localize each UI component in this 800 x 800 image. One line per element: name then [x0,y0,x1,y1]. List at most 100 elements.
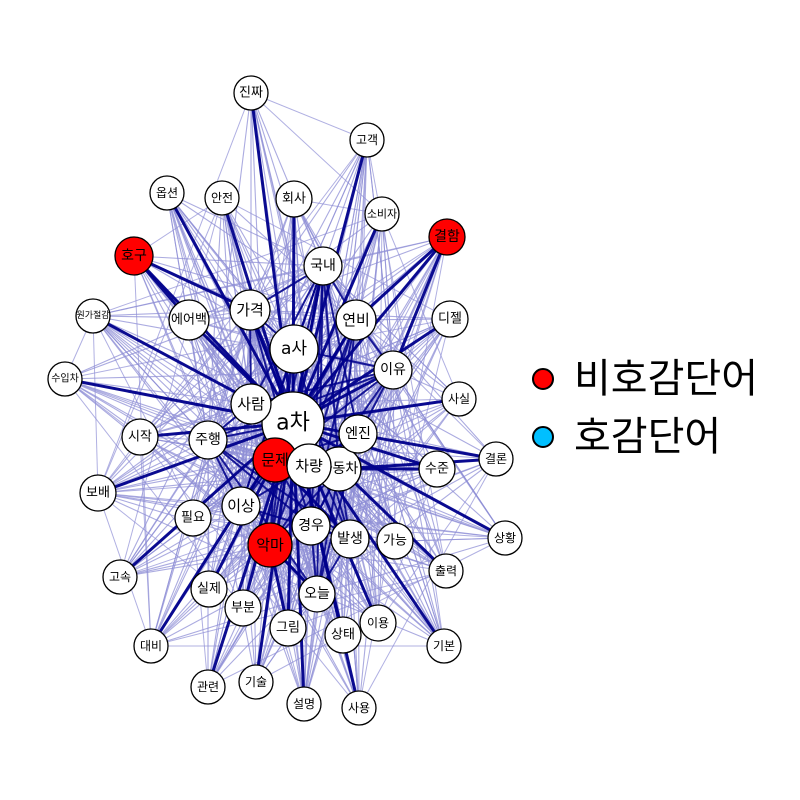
node-label: 에어백 [171,313,207,328]
node-시작: 시작 [121,418,159,456]
node-circle [133,628,169,664]
node-circle [426,628,462,664]
node-circle [204,180,240,216]
edge-light [150,570,447,647]
edge-heavy [292,421,497,461]
node-circle [487,520,523,556]
node-circle [335,299,377,341]
node-circle [428,553,464,589]
node-label: 주행 [195,432,221,448]
edge-light [139,309,251,438]
node-디젤: 디젤 [431,300,469,338]
edge-heavy [391,236,449,371]
node-circle [441,381,477,417]
node-label: 결론 [485,452,507,466]
node-circle [269,609,307,647]
edge-light [192,309,251,519]
node-circle [121,418,159,456]
node-부분: 부분 [224,589,262,627]
node-circle [230,383,272,425]
node-label: 그림 [276,621,300,636]
node-label: 사람 [237,395,265,413]
node-안전: 안전 [204,180,240,216]
node-발생: 발생 [330,519,370,559]
node-circle [224,589,262,627]
edge-light [92,236,448,317]
node-수준: 수준 [418,450,456,488]
edge-light [207,197,223,441]
node-label: 사용 [348,701,370,715]
node-label: 엔진 [345,426,371,442]
node-circle [275,180,313,218]
node-결함: 결함 [428,218,466,256]
node-국내: 국내 [303,246,343,286]
edge-light [64,378,244,609]
node-label: 호구 [121,248,147,264]
node-circle [338,414,378,454]
edge-heavy [97,421,294,495]
legend-item-negative: 비호감단어 [532,350,758,408]
node-가능: 가능 [376,522,414,560]
node-label: 결함 [434,229,460,245]
legend-dot-negative [532,368,554,390]
edge-light [97,197,223,494]
edge-light [394,318,451,542]
edge-light [358,458,497,709]
node-circle [341,690,377,726]
node-설명: 설명 [286,686,322,722]
edge-heavy [133,254,251,312]
node-circle [190,669,226,705]
node-에어백: 에어백 [168,299,210,341]
node-label: 대비 [140,639,162,653]
node-circle [114,236,154,276]
node-이유: 이유 [373,350,413,390]
edge-light [366,139,394,371]
node-circle [221,486,261,526]
node-circle [79,474,117,512]
edge-medium [207,439,312,527]
node-기술: 기술 [238,664,274,700]
node-옵션: 옵션 [149,175,185,211]
edge-light [242,309,251,609]
node-가격: 가격 [229,289,271,331]
node-결론: 결론 [478,441,514,477]
edge-light [166,192,251,311]
node-circle [190,570,228,608]
node-대비: 대비 [133,628,169,664]
node-기본: 기본 [426,628,462,664]
node-circle [102,559,138,595]
edge-light [249,236,448,311]
node-경우: 경우 [291,506,331,546]
edge-light [357,139,368,435]
edge-heavy [292,421,506,540]
node-상황: 상황 [487,520,523,556]
node-사실: 사실 [441,381,477,417]
node-a차: a차 [261,391,325,455]
edge-light [316,398,460,595]
node-호구: 호구 [114,236,154,276]
node-label: 보배 [86,486,110,501]
node-label: 고객 [356,133,378,147]
node-소비자: 소비자 [364,196,400,232]
node-label: 원가절감 [76,309,109,321]
node-circle [47,361,83,397]
node-회사: 회사 [275,180,313,218]
legend-item-positive: 호감단어 [532,408,758,466]
edge-light [150,439,209,647]
node-주행: 주행 [188,420,228,460]
node-label: 수입차 [51,372,79,385]
node-고객: 고객 [349,122,385,158]
node-label: 사실 [448,392,470,406]
node-circle [376,522,414,560]
node-circle [349,122,385,158]
edge-light [355,319,497,460]
node-circle [174,499,212,537]
node-엔진: 엔진 [338,414,378,454]
node-label: 문제 [261,451,289,469]
node-사람: 사람 [230,383,272,425]
edge-light [250,92,368,141]
node-label: 출력 [435,564,457,578]
node-label: 기본 [433,639,455,653]
